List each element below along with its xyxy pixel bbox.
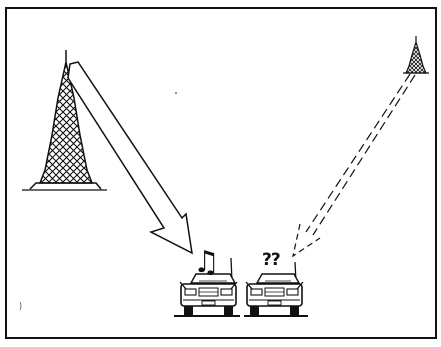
right-car-icon [244, 262, 308, 316]
far-tower-icon [403, 36, 429, 73]
question-marks-label: ?? [262, 252, 280, 269]
speck-mark [175, 92, 177, 94]
strong-signal-arrow [68, 62, 192, 253]
weak-signal-arrow [293, 74, 415, 256]
music-notes-icon: ♫ [193, 248, 220, 278]
speck-mark [20, 302, 21, 310]
